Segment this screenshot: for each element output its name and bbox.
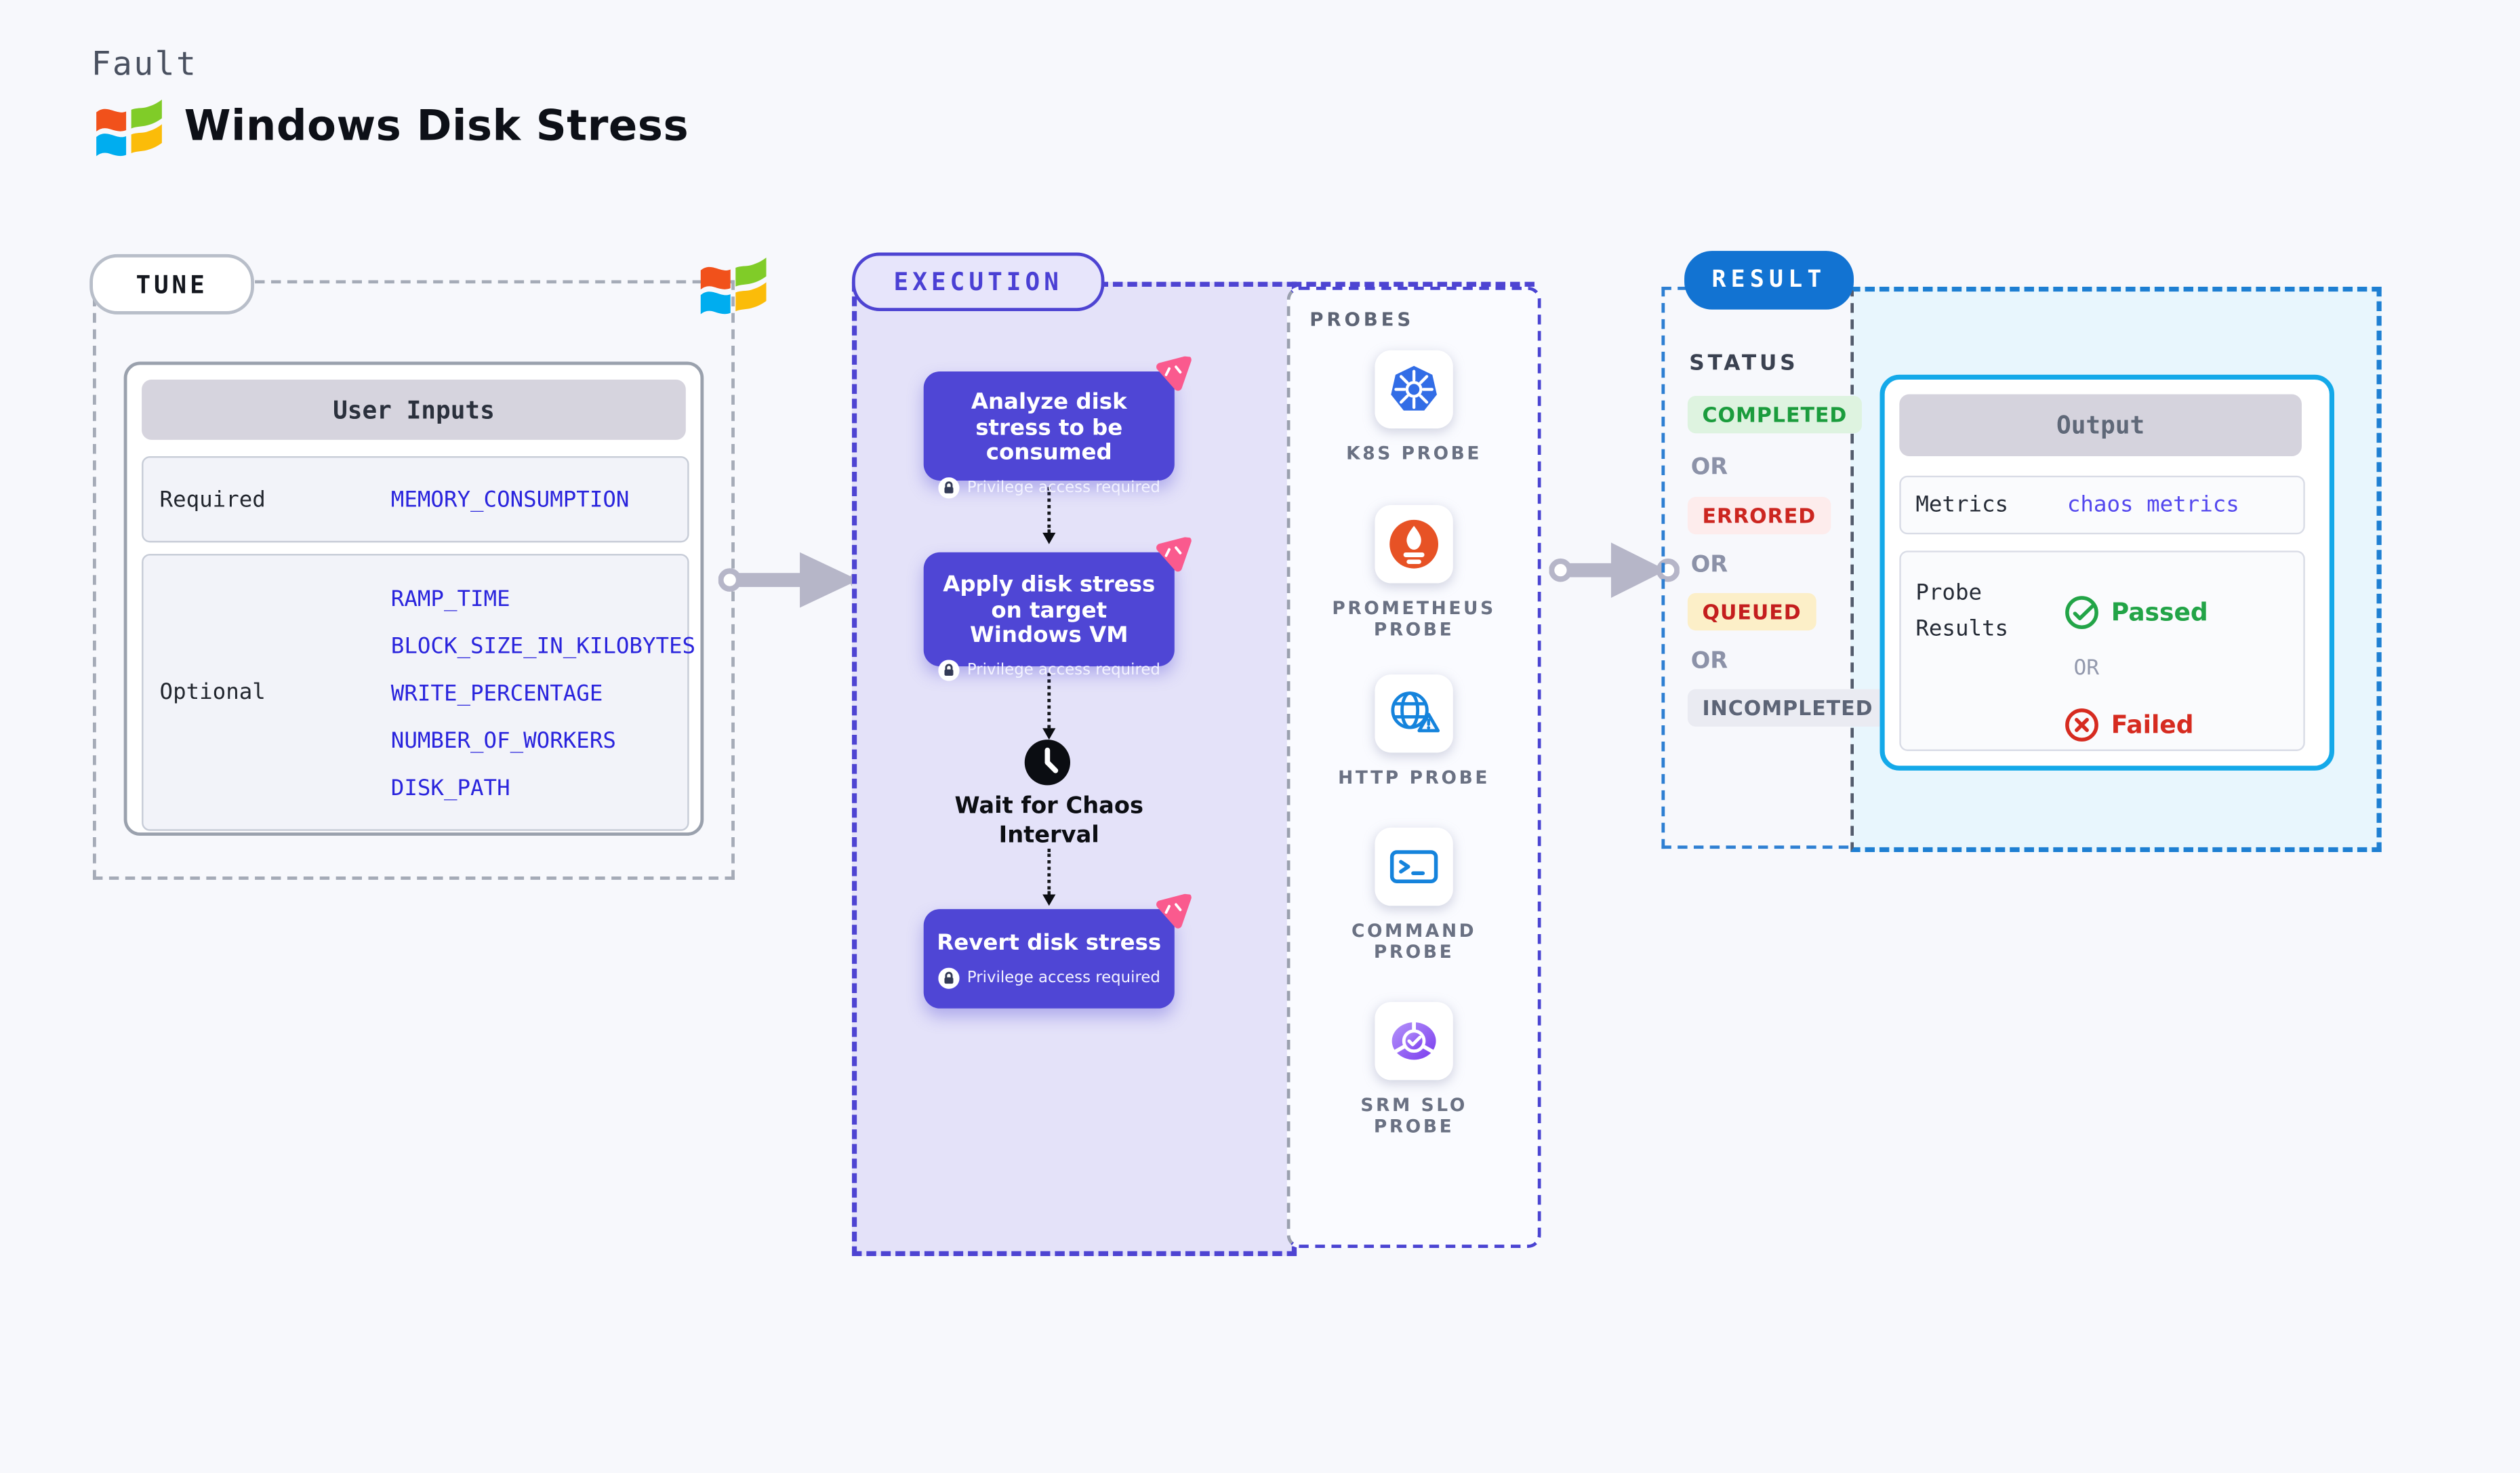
check-circle-icon <box>2065 596 2098 630</box>
or-label: OR <box>1690 552 1728 579</box>
or-label: OR <box>1690 648 1728 674</box>
privilege-badge-label: Privilege access required <box>967 660 1160 679</box>
probe-name: HTTP PROBE <box>1338 767 1490 789</box>
privilege-badge-label: Privilege access required <box>967 478 1160 496</box>
step-title: Analyze disk stress to be consumed <box>971 389 1127 466</box>
output-header: Output <box>1899 394 2302 456</box>
http-globe-warning-icon <box>1391 691 1440 733</box>
arrow-right-icon <box>1549 542 1680 599</box>
step-title: Apply disk stress on target Windows VM <box>943 571 1156 649</box>
fault-kicker: Fault <box>91 43 198 83</box>
connector-line <box>1047 672 1051 729</box>
status-label: STATUS <box>1689 352 1799 377</box>
failed-label: Failed <box>2111 710 2194 740</box>
chaos-badge-icon <box>1156 536 1192 572</box>
user-inputs-table: User Inputs Required MEMORY_CONSUMPTION … <box>123 361 704 836</box>
connector-line <box>1047 849 1051 895</box>
probe-card <box>1375 350 1453 429</box>
execution-pill: EXECUTION <box>851 252 1105 312</box>
probe-name: PROMETHEUS PROBE <box>1332 598 1496 641</box>
clock-icon <box>1024 740 1071 786</box>
required-label: Required <box>159 486 266 512</box>
probes-panel: PROBES K8S PROBE <box>1286 286 1541 1248</box>
optional-label: Optional <box>159 679 266 706</box>
lock-icon <box>937 659 959 681</box>
probe-name: SRM SLO PROBE <box>1360 1095 1467 1137</box>
or-label: OR <box>2073 656 2100 681</box>
execution-border-extension <box>1291 281 1535 287</box>
wait-for-chaos-interval-label: Wait for Chaos Interval <box>954 793 1144 849</box>
windows-logo-icon <box>96 99 162 157</box>
or-label: OR <box>1690 454 1728 481</box>
chaos-badge-icon <box>1156 893 1192 929</box>
optional-value: WRITE_PERCENTAGE <box>390 681 603 708</box>
prometheus-icon <box>1389 519 1439 569</box>
privilege-badge: Privilege access required <box>924 967 1175 988</box>
output-table: Output Metrics chaos metrics Probe Resul… <box>1879 374 2335 771</box>
optional-value: BLOCK_SIZE_IN_KILOBYTES <box>390 633 696 660</box>
result-pill: RESULT <box>1684 251 1854 310</box>
connector-arrowhead <box>1041 532 1055 544</box>
user-inputs-header: User Inputs <box>142 379 686 440</box>
metrics-value-link[interactable]: chaos metrics <box>2067 491 2239 519</box>
probe-card <box>1375 505 1453 584</box>
status-badge-incompleted: INCOMPLETED <box>1687 689 1888 727</box>
optional-value: RAMP_TIME <box>390 586 510 613</box>
probe-k8s: K8S PROBE <box>1290 350 1537 464</box>
kubernetes-icon <box>1391 365 1437 411</box>
terminal-icon <box>1389 850 1438 883</box>
probe-result-passed: Passed <box>2064 594 2208 630</box>
step-analyze-disk-stress: Analyze disk stress to be consumed Privi… <box>923 355 1192 498</box>
connector-arrowhead <box>1041 728 1055 740</box>
tune-pill: TUNE <box>89 254 254 315</box>
probe-command: COMMAND PROBE <box>1290 827 1537 963</box>
step-apply-disk-stress: Apply disk stress on target Windows VM P… <box>923 536 1192 681</box>
status-badge-errored: ERRORED <box>1687 497 1831 535</box>
status-badge-completed: COMPLETED <box>1687 396 1862 434</box>
step-revert-disk-stress: Revert disk stress Privilege access requ… <box>923 893 1192 1009</box>
metrics-row: Metrics chaos metrics <box>1899 475 2305 535</box>
lock-icon <box>937 967 959 988</box>
status-badge-queued: QUEUED <box>1687 592 1816 631</box>
probe-card <box>1375 827 1453 906</box>
required-inputs-row: Required MEMORY_CONSUMPTION <box>142 456 689 543</box>
optional-values-list: RAMP_TIME BLOCK_SIZE_IN_KILOBYTES WRITE_… <box>391 588 695 800</box>
probe-srm-slo: SRM SLO PROBE <box>1290 1002 1537 1137</box>
connector-arrowhead <box>1041 894 1055 906</box>
probe-card <box>1375 1002 1453 1081</box>
optional-value: DISK_PATH <box>390 775 510 802</box>
probe-prometheus: PROMETHEUS PROBE <box>1290 505 1537 641</box>
privilege-badge-label: Privilege access required <box>967 968 1160 987</box>
lock-icon <box>937 476 959 498</box>
passed-label: Passed <box>2111 598 2208 628</box>
probe-http: HTTP PROBE <box>1290 674 1537 788</box>
chaos-badge-icon <box>1156 355 1192 391</box>
x-circle-icon <box>2065 708 2098 742</box>
srm-slo-donut-check-icon <box>1391 1020 1436 1060</box>
probe-name: COMMAND PROBE <box>1351 920 1477 963</box>
metrics-label: Metrics <box>1915 491 2009 519</box>
probe-result-failed: Failed <box>2064 707 2194 743</box>
probe-results-row: Probe Results Passed OR Failed <box>1899 550 2305 751</box>
privilege-badge: Privilege access required <box>924 659 1175 681</box>
probe-name: K8S PROBE <box>1346 443 1482 464</box>
page-title: Windows Disk Stress <box>184 102 689 152</box>
privilege-badge: Privilege access required <box>924 476 1175 498</box>
connector-line <box>1047 487 1051 533</box>
optional-inputs-row: Optional RAMP_TIME BLOCK_SIZE_IN_KILOBYT… <box>142 554 695 831</box>
optional-value: NUMBER_OF_WORKERS <box>390 728 616 754</box>
probe-card <box>1375 674 1453 753</box>
required-value: MEMORY_CONSUMPTION <box>390 486 630 512</box>
windows-logo-icon-small <box>700 257 767 315</box>
probes-label: PROBES <box>1309 308 1415 331</box>
step-title: Revert disk stress <box>937 930 1162 956</box>
probe-results-label: Probe Results <box>1915 580 2009 642</box>
